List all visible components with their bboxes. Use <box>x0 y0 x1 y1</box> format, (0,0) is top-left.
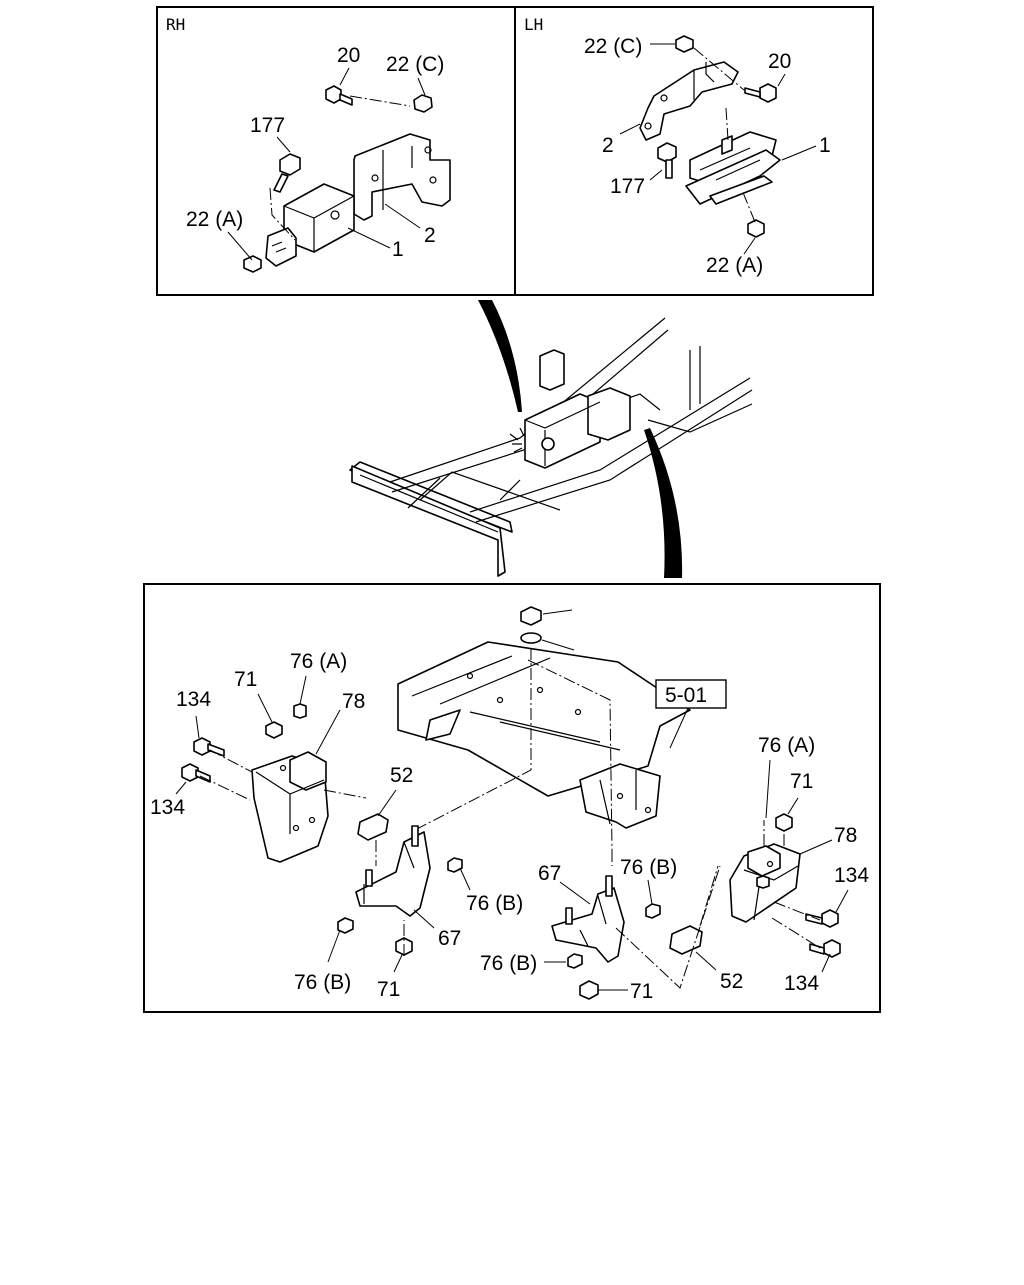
chassis-overview <box>349 300 753 578</box>
callout-78-right: 78 <box>834 824 857 847</box>
nut-173 <box>520 606 542 626</box>
rh-callout-177: 177 <box>250 114 285 137</box>
rh-bracket-2 <box>353 133 451 221</box>
rh-bolt-177 <box>273 153 301 193</box>
left-nut-71-upper <box>265 721 283 739</box>
callout-71-left-upper: 71 <box>234 668 257 691</box>
lh-callout-1: 1 <box>819 134 831 157</box>
lh-panel-tag: LH <box>524 15 543 34</box>
left-insulator-52 <box>357 813 389 841</box>
front-bumper <box>351 465 506 577</box>
lh-mount-1 <box>685 131 781 205</box>
left-bolt-76b-right <box>447 857 463 873</box>
callout-76b-right-lower: 76 (B) <box>480 952 537 975</box>
right-nut-71-upper <box>775 813 793 832</box>
callout-134-right-upper: 134 <box>834 864 869 887</box>
lh-bracket-2 <box>639 61 739 141</box>
ref-box-label: 5-01 <box>665 684 707 707</box>
callout-76b-right-upper: 76 (B) <box>620 856 677 879</box>
callout-76a-right: 76 (A) <box>758 734 815 757</box>
callout-67-left: 67 <box>438 927 461 950</box>
washer-84 <box>520 632 542 644</box>
main-panel-frame <box>143 583 881 1013</box>
callout-134-left-upper: 134 <box>176 688 211 711</box>
right-bolt-76a <box>756 875 770 889</box>
rh-callout-22a: 22 (A) <box>186 208 243 231</box>
lh-nut-22a <box>747 219 765 238</box>
rh-panel-frame <box>156 6 516 296</box>
left-bolt-134-upper <box>193 737 225 757</box>
right-bracket-67 <box>551 875 625 963</box>
lh-panel-frame <box>514 6 874 296</box>
lh-nut-22c <box>675 35 694 53</box>
rh-callout-2: 2 <box>424 224 436 247</box>
rh-nut-22c <box>413 94 433 113</box>
rh-panel-tag: RH <box>166 15 185 34</box>
callout-134-right-lower: 134 <box>784 972 819 995</box>
left-bracket-67 <box>355 825 431 917</box>
callout-134-left-lower: 134 <box>150 796 185 819</box>
callout-76b-left-lower: 76 (B) <box>294 971 351 994</box>
callout-71-right-upper: 71 <box>790 770 813 793</box>
lh-callout-22c: 22 (C) <box>584 35 642 58</box>
callout-52-right: 52 <box>720 970 743 993</box>
rh-nut-22a <box>243 255 262 273</box>
right-bolt-76b-lower <box>567 953 583 969</box>
engine-block <box>509 349 631 469</box>
left-bolt-76b-lower <box>337 917 354 934</box>
right-bolt-134-upper <box>805 909 839 928</box>
rh-callout-22c: 22 (C) <box>386 53 444 76</box>
right-bolt-76b-upper <box>645 903 661 919</box>
rh-panel: RH <box>156 6 516 296</box>
left-bolt-76a <box>293 703 307 719</box>
callout-76a-left: 76 (A) <box>290 650 347 673</box>
right-nut-71-lower <box>579 980 599 1000</box>
callout-71-right-lower: 71 <box>630 980 653 1003</box>
rh-callout-1: 1 <box>392 238 404 261</box>
lh-bolt-20 <box>744 83 777 103</box>
crossmember-5-01 <box>397 641 691 829</box>
callout-52-left: 52 <box>390 764 413 787</box>
lh-callout-177: 177 <box>610 175 645 198</box>
ref-box-5-01 <box>655 679 727 709</box>
lh-callout-20: 20 <box>768 50 791 73</box>
lh-callout-2: 2 <box>602 134 614 157</box>
pointer-to-main-panel <box>644 428 683 578</box>
rh-callout-20: 20 <box>337 44 360 67</box>
callout-67-right: 67 <box>538 862 561 885</box>
front-crossmember-top <box>349 461 513 533</box>
callout-76b-left-right: 76 (B) <box>466 892 523 915</box>
right-insulator-52 <box>669 925 703 955</box>
rh-mount-1 <box>265 183 355 267</box>
lh-callout-22a: 22 (A) <box>706 254 763 277</box>
left-bolt-134-lower <box>181 763 211 783</box>
rh-bolt-20 <box>325 85 353 106</box>
callout-78-left: 78 <box>342 690 365 713</box>
callout-71-left-lower: 71 <box>377 978 400 1001</box>
lh-bolt-177 <box>657 142 677 179</box>
left-bracket-78 <box>251 751 329 863</box>
right-bolt-134-lower <box>809 939 841 958</box>
pointer-to-rh-panel <box>478 300 522 412</box>
main-panel: 5-01 <box>143 583 881 1013</box>
lh-panel: LH <box>514 6 874 296</box>
